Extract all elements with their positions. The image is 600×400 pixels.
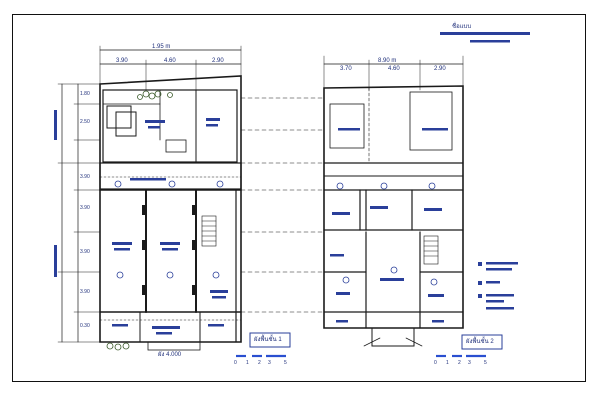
scale-tick-left-1: 1 — [246, 360, 249, 366]
scale-tick-left-2: 2 — [258, 360, 261, 366]
left-dim-3: 3.90 — [80, 205, 90, 211]
legend — [478, 262, 518, 310]
left-dim-2: 2.50 — [80, 119, 90, 125]
upper-floor-outline — [323, 85, 464, 329]
veranda-band — [99, 162, 242, 190]
small-room-upper-mid — [115, 111, 137, 137]
left-dim-4: 3.90 — [80, 249, 90, 255]
table-block — [165, 139, 187, 153]
stair-ground — [201, 215, 217, 247]
top-seg-right-2: 4.60 — [388, 66, 400, 72]
small-room-upper-left — [106, 105, 132, 129]
projection-lines — [240, 97, 325, 313]
left-dim-1: 1.80 — [80, 91, 90, 97]
drawing-frame — [12, 14, 586, 382]
scale-tick-right-2: 2 — [458, 360, 461, 366]
top-width-left: 1.95 m — [152, 44, 171, 50]
left-dim-5: 3.90 — [80, 289, 90, 295]
top-seg-left-2: 4.60 — [164, 58, 176, 64]
balcony-band — [323, 175, 464, 191]
plant-cluster — [106, 90, 173, 351]
scale-tick-left-4: 5 — [284, 360, 287, 366]
top-seg-left-3: 2.90 — [212, 58, 224, 64]
floor-tag-box-right — [461, 334, 503, 350]
scale-tick-left-0: 0 — [234, 360, 237, 366]
top-seg-right-1: 3.70 — [340, 66, 352, 72]
top-seg-left-1: 3.90 — [116, 58, 128, 64]
front-porch — [371, 327, 415, 347]
top-seg-right-3: 2.90 — [434, 66, 446, 72]
left-dim-7: 0.30 — [80, 323, 90, 329]
scale-tick-right-4: 5 — [484, 360, 487, 366]
stair-upper — [423, 235, 439, 265]
open-area-right — [409, 91, 453, 151]
scale-tick-right-3: 3 — [468, 360, 471, 366]
courtyard-block — [102, 89, 238, 163]
ground-floor-outline — [99, 75, 242, 343]
floor-tag-left: ผังพื้นชั้น 1 — [254, 337, 282, 343]
room-markers — [114, 180, 438, 286]
floor-tag-box-left — [249, 332, 291, 348]
handwritten-annotations — [54, 32, 530, 335]
top-width-right: 8.90 m — [378, 58, 397, 64]
sheet-title: ชื่อแบบ — [452, 24, 472, 30]
scale-tick-right-1: 1 — [446, 360, 449, 366]
bottom-note: ผัง 4.000 — [158, 352, 182, 358]
open-area-left — [329, 103, 365, 149]
left-dim-6: 3.90 — [80, 174, 90, 180]
scale-tick-left-3: 3 — [268, 360, 271, 366]
entrance-step — [147, 341, 201, 351]
floor-tag-right: ผังพื้นชั้น 2 — [466, 339, 494, 345]
scale-tick-right-0: 0 — [434, 360, 437, 366]
